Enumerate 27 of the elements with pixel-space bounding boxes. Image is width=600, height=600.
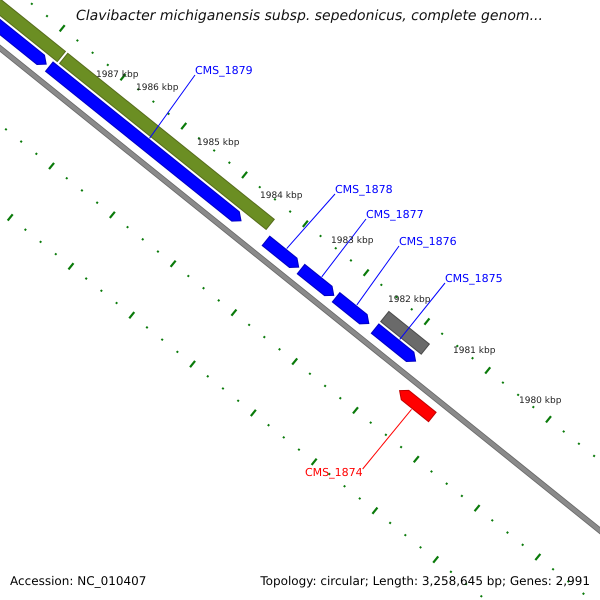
gene-label: CMS_1874 (305, 466, 363, 479)
leader-line (399, 282, 446, 340)
gene-label: CMS_1877 (366, 208, 424, 221)
scale-label: 1980 kbp (519, 396, 562, 406)
scale-label: 1985 kbp (197, 138, 240, 148)
gene-block (370, 323, 416, 362)
scale-label: 1982 kbp (388, 295, 430, 305)
gene-block (398, 390, 437, 422)
gene-block (296, 264, 334, 296)
gene-block (262, 235, 300, 268)
accession-text: Accession: NC_010407 (10, 574, 146, 588)
gene-label: CMS_1875 (445, 272, 503, 285)
gene-label: CMS_1876 (399, 235, 457, 248)
gene-label: CMS_1879 (195, 64, 253, 77)
scale-label: 1987 kbp (96, 70, 138, 80)
leader-line (149, 74, 196, 139)
leader-line (286, 194, 336, 250)
leader-line (362, 408, 412, 470)
gene-block (332, 292, 370, 324)
gene-label: CMS_1878 (335, 183, 393, 196)
leader-line (321, 218, 366, 278)
leader-line (356, 246, 400, 306)
title: Clavibacter michiganensis subsp. sepedonicus, complete genom... (76, 8, 543, 24)
scale-label: 1986 kbp (136, 83, 178, 93)
scale-label: 1981 kbp (453, 346, 496, 356)
scale-label: 1984 kbp (260, 191, 302, 201)
topology-text: Topology: circular; Length: 3,258,645 bp; Genes: 2,991 (260, 574, 590, 588)
